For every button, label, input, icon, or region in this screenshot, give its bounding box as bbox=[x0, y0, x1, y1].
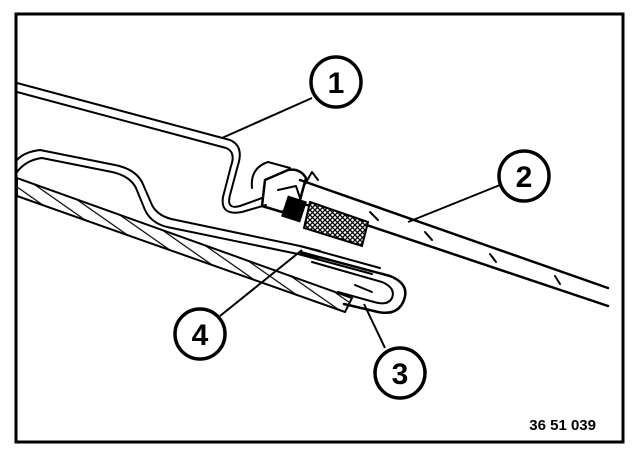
callout-3: 3 bbox=[373, 346, 427, 400]
leader-line-1 bbox=[221, 97, 313, 139]
callout-4-label: 4 bbox=[192, 319, 209, 352]
glass-pane bbox=[290, 178, 610, 308]
diagram-frame bbox=[14, 12, 625, 444]
retaining-clip bbox=[298, 250, 407, 314]
callout-1-label: 1 bbox=[328, 67, 345, 100]
callout-1: 1 bbox=[309, 55, 363, 109]
leader-line-4 bbox=[219, 249, 303, 317]
callout-4: 4 bbox=[173, 307, 227, 361]
leader-line-2 bbox=[407, 184, 501, 223]
hatched-body-section bbox=[16, 176, 354, 314]
outer-panel bbox=[16, 82, 291, 214]
callout-2-label: 2 bbox=[516, 161, 533, 194]
callout-3-label: 3 bbox=[392, 358, 409, 391]
glass-seal bbox=[260, 168, 370, 248]
leader-line-3 bbox=[363, 303, 386, 349]
reference-number: 36 51 039 bbox=[529, 417, 596, 434]
callout-2: 2 bbox=[497, 149, 551, 203]
inner-panel bbox=[16, 149, 381, 275]
